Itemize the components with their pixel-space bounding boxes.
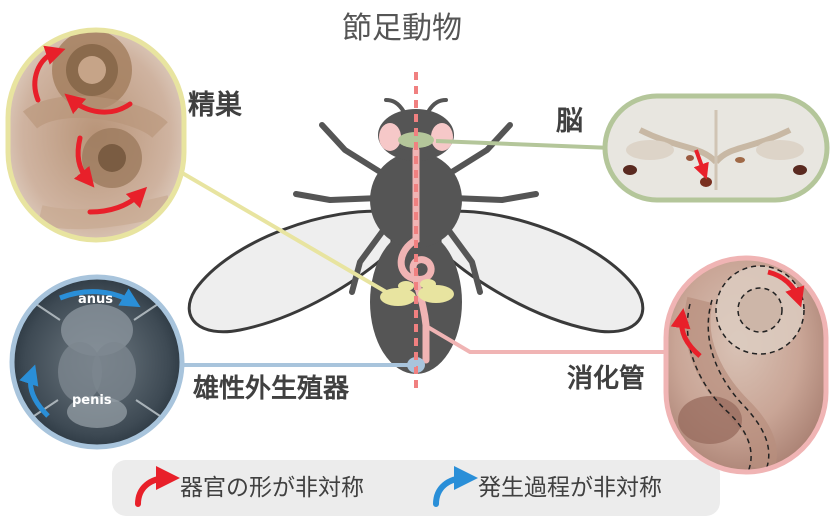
label-anus: anus (78, 292, 114, 307)
label-brain: 脳 (556, 106, 583, 137)
testis-micrograph (5, 27, 187, 243)
legend-box (112, 460, 720, 516)
legend-red-arrow-icon (135, 466, 180, 507)
gut-red-arrow-left (670, 308, 702, 358)
brain-connector (435, 139, 613, 150)
right-wing (438, 209, 645, 334)
genitalia-blue-arrow-top (59, 288, 141, 308)
genitalia-blue-arrow-left (19, 364, 50, 418)
fly-legs (293, 122, 539, 295)
genitalia-micrograph (9, 274, 185, 450)
brain-red-arrow (693, 149, 709, 180)
gut-micrograph (663, 255, 829, 475)
label-testis: 精巣 (188, 90, 242, 121)
gut-connector (424, 324, 676, 354)
page-title: 節足動物 (342, 11, 462, 46)
legend-blue-arrow-icon (433, 466, 478, 507)
legend-process-asymmetry: 発生過程が非対称 (478, 475, 662, 501)
fly-illustration (187, 72, 645, 392)
label-genitalia: 雄性外生殖器 (193, 374, 350, 404)
testis-red-arrows (32, 45, 148, 215)
brain-micrograph (602, 93, 830, 203)
fly-brain (398, 132, 434, 148)
testis-connector (158, 158, 395, 298)
label-penis: penis (72, 393, 112, 408)
gut-red-arrow-top (767, 269, 805, 308)
fly-right-eye (431, 123, 453, 151)
fly-left-eye (379, 123, 401, 151)
label-gut: 消化管 (567, 364, 646, 394)
legend-shape-asymmetry: 器官の形が非対称 (180, 475, 364, 501)
left-wing (187, 209, 394, 334)
